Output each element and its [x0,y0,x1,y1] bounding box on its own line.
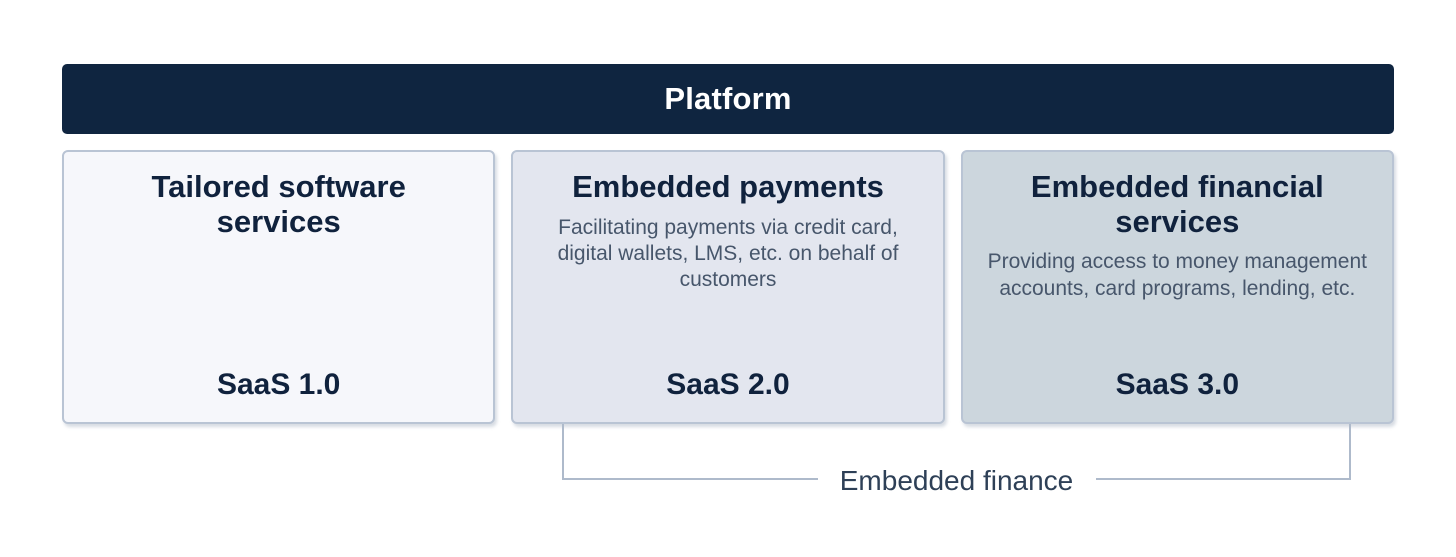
card-saas-2: Embedded payments Facilitating payments … [511,150,945,424]
platform-title: Platform [664,81,792,116]
card-description: Facilitating payments via credit card, d… [557,215,899,292]
card-title: Tailored software services [151,169,406,239]
bracket-bottom-right-rule [1096,478,1351,480]
bracket-label: Embedded finance [825,465,1088,497]
card-title: Embedded payments [572,169,884,204]
bracket-left-stem [562,424,564,480]
bracket-right-stem [1349,424,1351,480]
embedded-finance-bracket: Embedded finance [562,424,1351,497]
card-description: Providing access to money management acc… [987,250,1367,300]
platform-header-bar: Platform [62,64,1394,134]
card-tier-label: SaaS 1.0 [216,368,341,401]
card-row: Tailored software services SaaS 1.0 Embe… [62,150,1394,424]
card-tier-label: SaaS 3.0 [1115,368,1240,401]
card-title: Embedded financial services [1030,169,1324,239]
bracket-bottom-left-rule [562,478,818,480]
card-saas-1: Tailored software services SaaS 1.0 [62,150,496,424]
card-saas-3: Embedded financial services Providing ac… [960,150,1394,424]
card-tier-label: SaaS 2.0 [666,368,790,401]
